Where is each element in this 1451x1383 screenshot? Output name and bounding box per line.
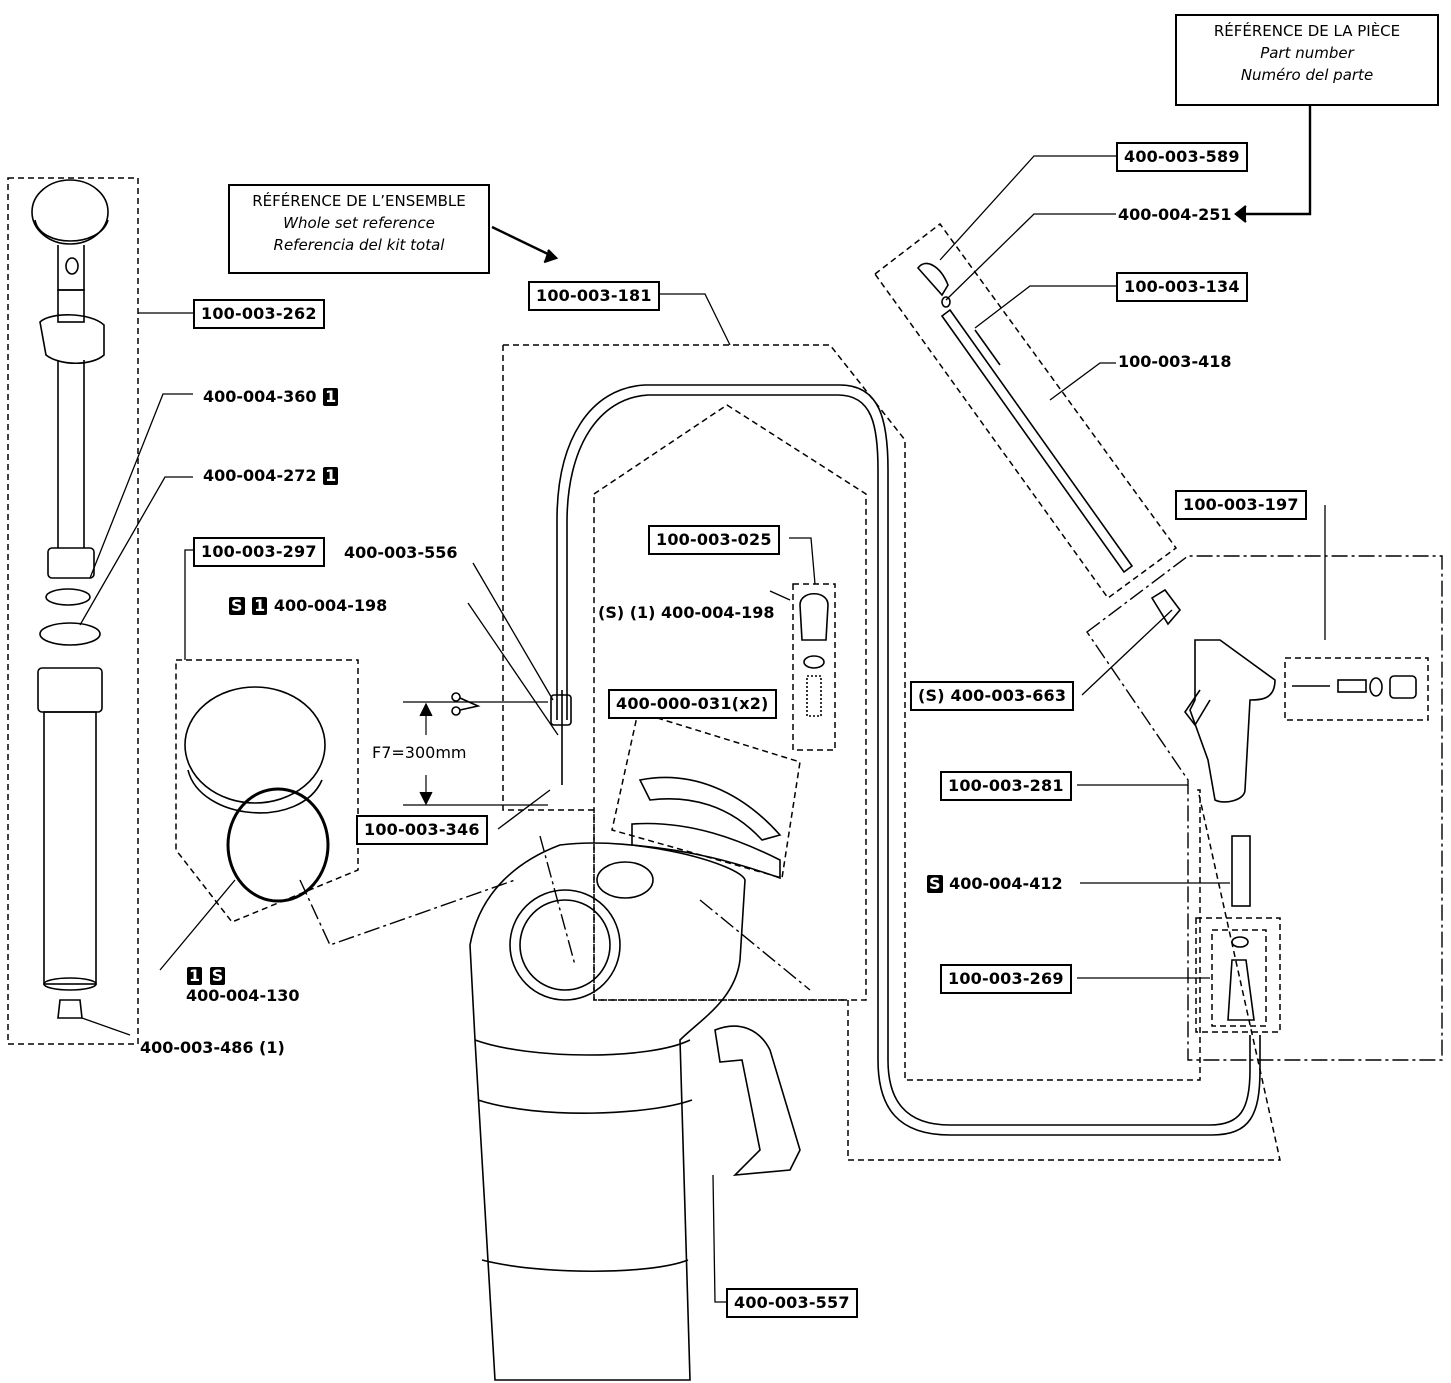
part-label-with-badge: 400-004-360 1 <box>203 387 339 407</box>
pump-valve <box>57 999 83 1019</box>
badge-s: S <box>229 596 245 615</box>
part-label: 100-003-281 <box>940 771 1072 801</box>
badge-s: S <box>209 966 226 985</box>
gasket-group-outline <box>611 711 801 879</box>
badge-s: S <box>927 874 943 893</box>
lid-cap <box>184 686 326 804</box>
o-ring-small <box>45 588 91 606</box>
part-label: 100-003-297 <box>193 537 325 567</box>
callout-arrows <box>491 106 1312 264</box>
valve-parts <box>799 592 829 717</box>
filter-tube <box>1231 835 1251 907</box>
lance-tube <box>940 308 1134 574</box>
legend-part-number: RÉFÉRENCE DE LA PIÈCE Part number Numéro… <box>1175 14 1439 106</box>
part-label: 100-003-025 <box>648 525 780 555</box>
dimension-label: F7=300mm <box>372 743 467 762</box>
part-label: 400-003-556 <box>344 543 458 562</box>
tank-handle <box>714 1025 801 1176</box>
part-label: 100-003-418 <box>1118 352 1232 371</box>
part-number: 400-004-130 <box>186 986 300 1005</box>
leader-lines <box>79 155 1326 1303</box>
part-label-with-badge: S 400-004-412 <box>926 874 1063 894</box>
badge-one: 1 <box>187 966 203 985</box>
trigger-valve-parts <box>1292 675 1417 699</box>
legend-set-line3: Referencia del kit total <box>273 236 445 254</box>
legend-set-line1: RÉFÉRENCE DE L’ENSEMBLE <box>252 192 466 210</box>
part-label: (S) (1) 400-004-198 <box>598 603 775 622</box>
scissors-icon <box>451 692 481 716</box>
part-label: 400-004-251 <box>1118 205 1232 224</box>
badge-one: 1 <box>323 466 339 485</box>
part-label: 100-003-262 <box>193 299 325 329</box>
pump-cylinder <box>43 711 97 985</box>
part-label-with-badge: 1 S 400-004-130 <box>186 966 299 1006</box>
part-label: 100-003-134 <box>1116 272 1248 302</box>
pump-knob <box>31 179 109 245</box>
badge-one: 1 <box>252 596 268 615</box>
inner-kit-outline <box>593 404 867 1001</box>
lance <box>916 262 1134 574</box>
nozzle <box>916 262 949 297</box>
pump-piston <box>47 547 95 579</box>
part-number: 400-004-272 <box>203 466 317 485</box>
lid-group-outline <box>175 659 359 923</box>
part-label: 100-003-269 <box>940 964 1072 994</box>
badge-one: 1 <box>323 387 339 406</box>
pump-group-outline <box>7 177 139 1045</box>
part-label: 400-003-486 (1) <box>140 1038 285 1057</box>
hose <box>550 384 1261 1136</box>
dimension-marks <box>403 701 548 806</box>
part-number: 400-004-198 <box>273 596 388 615</box>
connector <box>1227 959 1255 1021</box>
part-label: 100-003-346 <box>356 815 488 845</box>
gun-body <box>1189 639 1276 803</box>
tank <box>469 842 801 1381</box>
hose-ferrule <box>550 694 572 726</box>
legend-set-line2: Whole set reference <box>283 214 435 232</box>
legend-part-line1: RÉFÉRENCE DE LA PIÈCE <box>1213 22 1401 40</box>
valve-group-outline <box>792 583 836 751</box>
part-label: 400-003-557 <box>726 1288 858 1318</box>
lid-gasket <box>226 787 330 903</box>
part-number: 400-004-360 <box>203 387 317 406</box>
gun-group-outline <box>1086 555 1443 1061</box>
part-label: (S) 400-003-663 <box>910 681 1075 711</box>
pump-cylinder-collar <box>37 667 103 713</box>
part-label: 400-000-031(x2) <box>608 689 777 719</box>
part-label-with-badge: 400-004-272 1 <box>203 466 339 486</box>
connector-inner-outline <box>1211 929 1267 1027</box>
gun-nut <box>1150 588 1182 626</box>
trigger-valve-outline <box>1284 657 1429 721</box>
part-label: 400-003-589 <box>1116 142 1248 172</box>
gasket-parts <box>631 776 782 880</box>
spray-gun <box>1150 588 1276 1021</box>
legend-part-line3: Numéro del parte <box>1240 66 1374 84</box>
group-outlines <box>7 177 1429 1161</box>
legend-part-line2: Part number <box>1260 44 1354 62</box>
lance-group-outline <box>873 222 1178 600</box>
part-label: 100-003-197 <box>1175 490 1307 520</box>
connector-outline <box>1195 917 1281 1033</box>
o-ring-large <box>39 622 101 646</box>
part-number: 400-004-412 <box>949 874 1063 893</box>
part-label: 100-003-181 <box>528 281 660 311</box>
lid-dashdot-line <box>299 879 516 946</box>
tank-valve-line <box>699 899 811 991</box>
part-label-with-badge: S 1 400-004-198 <box>228 596 387 616</box>
pump-assembly <box>31 179 109 1019</box>
hose-cutoff-outline <box>502 344 1281 1161</box>
lid-parts <box>184 686 330 903</box>
legend-set-reference: RÉFÉRENCE DE L’ENSEMBLE Whole set refere… <box>228 184 490 274</box>
